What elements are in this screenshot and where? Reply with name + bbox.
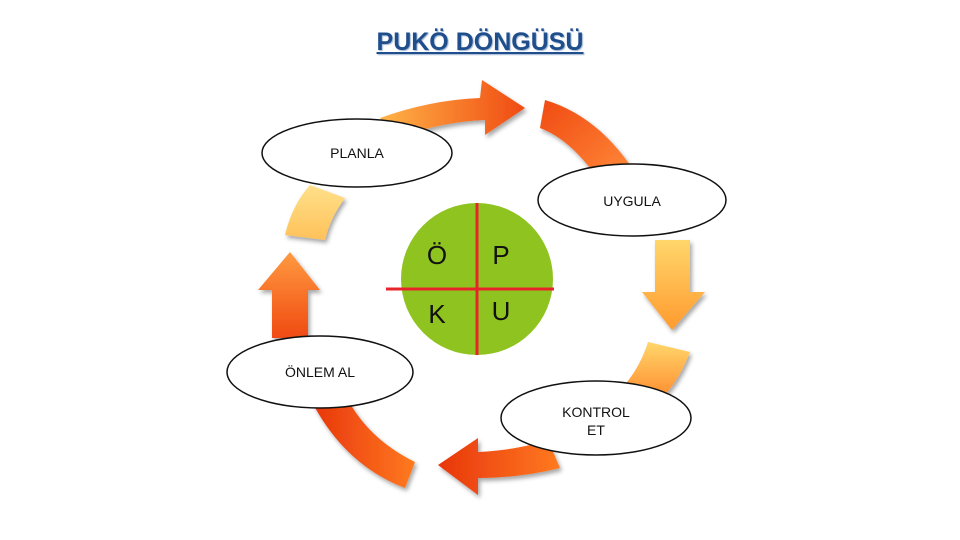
- step-check-ellipse: [500, 380, 692, 456]
- step-act-label: ÖNLEM AL: [285, 363, 355, 380]
- step-plan: PLANLA: [261, 118, 453, 188]
- step-act: ÖNLEM AL: [226, 335, 414, 409]
- quadrant-label-top-right: P: [492, 240, 509, 270]
- step-check: KONTROL ET: [500, 380, 692, 456]
- arrow-act-to-plan: [258, 252, 320, 338]
- step-do-label: UYGULA: [603, 193, 661, 209]
- arrow-band-upper-left: [285, 185, 345, 240]
- arrow-band-upper-right: [540, 100, 630, 182]
- step-plan-ellipse: [261, 118, 453, 188]
- quadrant-label-top-left: Ö: [427, 240, 447, 270]
- quadrant-label-bottom-left: K: [428, 299, 446, 329]
- step-do: UYGULA: [537, 163, 727, 237]
- quadrant-label-bottom-right: U: [492, 296, 511, 326]
- cycle-arrows: [258, 80, 705, 495]
- step-plan-label: PLANLA: [330, 145, 384, 161]
- arrow-do-to-check: [642, 240, 705, 330]
- step-check-label-line2: ET: [587, 422, 605, 438]
- step-do-ellipse: [537, 163, 727, 237]
- arrow-band-lower-left: [312, 400, 415, 488]
- step-act-ellipse: [226, 335, 414, 409]
- step-check-label-line1: KONTROL: [562, 404, 630, 420]
- center-circle: Ö P K U: [386, 203, 554, 355]
- arrow-check-to-act: [438, 438, 560, 495]
- arrow-plan-to-do: [380, 80, 525, 138]
- diagram-title: PUKÖ DÖNGÜSÜ: [376, 28, 584, 56]
